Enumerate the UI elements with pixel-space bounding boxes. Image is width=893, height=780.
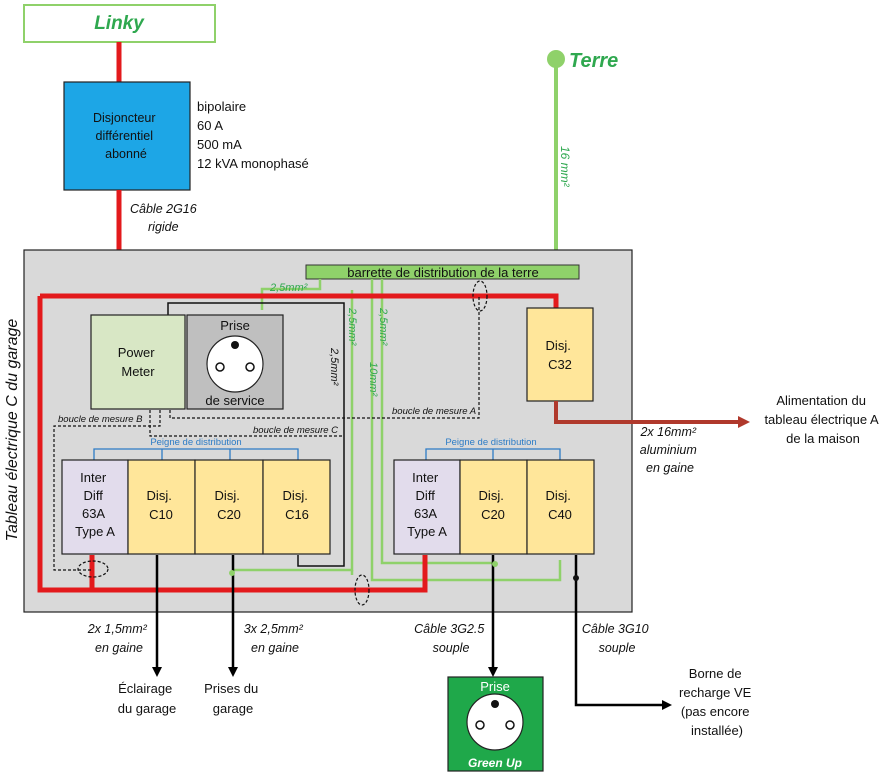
house-feed-cable — [554, 401, 750, 428]
greenup-brand: Green Up — [468, 756, 522, 770]
ev-cable — [574, 555, 672, 710]
service-wiring — [167, 302, 345, 567]
main-breaker-specs: bipolaire 60 A 500 mA 12 kVA monophasé — [197, 99, 309, 171]
earth-symbol — [547, 50, 565, 68]
power-meter-box — [90, 314, 186, 410]
node-ev — [573, 575, 579, 581]
wire-label-w1: 2,5mm² — [269, 282, 308, 294]
breaker-c20-right — [459, 459, 528, 555]
breaker-c40 — [526, 459, 595, 555]
rcd-left-label: Inter Diff 63A Type A — [75, 470, 115, 539]
wire-label-w4: 2,5mm² — [328, 347, 340, 386]
loop-b-clamp — [77, 560, 109, 578]
breaker-c10 — [127, 459, 196, 555]
earth-bar-label: barrette de distribution de la terre — [347, 265, 539, 280]
rcd-left — [61, 459, 129, 555]
loop-a-clamp — [472, 280, 488, 312]
house-feed-label: Alimentation du tableau électrique A de … — [764, 393, 881, 446]
breaker-c16 — [262, 459, 331, 555]
earth-node-greenup — [492, 561, 498, 567]
lighting-cable-label: 2x 1,5mm² en gaine — [87, 622, 151, 655]
linky-label: Linky — [94, 13, 145, 34]
earth-label: Terre — [569, 50, 618, 72]
comb-right — [425, 448, 561, 460]
breaker-c20-right-label: Disj. C20 — [479, 488, 508, 522]
earth-cable-size: 16 mm² — [558, 146, 572, 188]
lighting-label: Éclairage du garage — [118, 681, 177, 716]
wire-label-w5: 10mm² — [367, 362, 379, 397]
comb-left-label: Peigne de distribution — [150, 437, 241, 448]
greenup-title: Prise — [480, 679, 510, 694]
breaker-c20-left — [194, 459, 264, 555]
main-breaker-box — [63, 81, 191, 191]
breaker-c32-label: Disj. C32 — [546, 338, 575, 372]
loop-a-label: boucle de mesure A — [392, 406, 476, 417]
comb-right-label: Peigne de distribution — [445, 437, 536, 448]
breaker-c32 — [526, 307, 594, 402]
ev-cable-label: Câble 3G10 souple — [582, 622, 652, 655]
panel-title: Tableau électrique C du garage — [4, 319, 21, 542]
breaker-c20-left-label: Disj. C20 — [215, 488, 244, 522]
sockets-label: Prises du garage — [204, 681, 262, 716]
measurement-loops — [53, 296, 480, 571]
breaker-c40-label: Disj. C40 — [546, 488, 575, 522]
main-breaker-label: Disjoncteur différentiel abonné — [93, 111, 159, 161]
power-meter-label: Power Meter — [118, 345, 158, 379]
main-cable-label: Câble 2G16 rigide — [130, 202, 200, 234]
rcd-right-label: Inter Diff 63A Type A — [407, 470, 447, 539]
service-outlet-caption: de service — [205, 393, 264, 408]
sockets-cable-label: 3x 2,5mm² en gaine — [244, 622, 307, 655]
loop-c-label: boucle de mesure C — [253, 425, 338, 436]
wire-label-w2: 2,5mm² — [346, 307, 358, 346]
rcd-right — [393, 459, 461, 555]
loop-c-clamp — [354, 574, 370, 606]
house-feed-cable-label: 2x 16mm² aluminium en gaine — [639, 425, 700, 475]
phase-bus — [37, 293, 559, 593]
loop-b-label: boucle de mesure B — [58, 414, 143, 425]
greenup-cable-label: Câble 3G2.5 souple — [414, 622, 488, 655]
service-outlet-icon — [206, 335, 264, 393]
greenup-outlet-icon — [466, 693, 524, 751]
earth-wiring — [232, 279, 562, 582]
ev-label: Borne de recharge VE (pas encore install… — [679, 666, 755, 738]
linky-box — [23, 4, 216, 43]
service-outlet-title: Prise — [220, 318, 250, 333]
wire-label-w3: 2,5mm² — [377, 307, 389, 346]
earth-bar — [305, 264, 580, 280]
earth-node-sockets — [229, 570, 235, 576]
breaker-c16-label: Disj. C16 — [283, 488, 312, 522]
breaker-c10-label: Disj. C10 — [147, 488, 176, 522]
comb-left — [93, 448, 299, 460]
